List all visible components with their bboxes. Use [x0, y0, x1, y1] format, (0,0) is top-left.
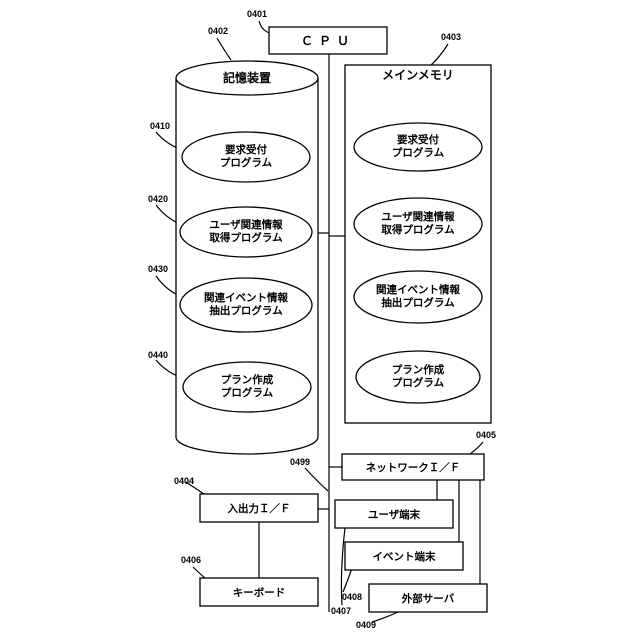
program-line1: プラン作成 [221, 373, 274, 386]
leader-0405 [470, 442, 483, 454]
cpu-label: ＣＰＵ [301, 34, 355, 48]
program-line2: プログラム [392, 376, 445, 389]
leader-0408 [343, 568, 352, 592]
program-line2: 抽出プログラム [209, 304, 283, 317]
program-line2: プログラム [220, 156, 273, 169]
program-line2: プログラム [221, 386, 274, 399]
io-if-block: 入出力Ｉ／Ｆ 0404 [174, 476, 318, 522]
io-if-label: 入出力Ｉ／Ｆ [228, 502, 291, 515]
network-if-ref: 0405 [476, 430, 496, 440]
program-line1: プラン作成 [392, 363, 445, 376]
storage-block: 記憶装置 0402 要求受付 プログラム 0410 ユーザ関連情報 取得プログラ… [148, 26, 318, 454]
program-line2: 取得プログラム [209, 231, 283, 244]
program-line1: 関連イベント情報 [376, 283, 460, 296]
memory-program-event-info: 関連イベント情報 抽出プログラム [354, 271, 482, 323]
program-ref: 0420 [148, 194, 168, 204]
main-memory-ref: 0403 [441, 32, 461, 42]
leader-0499 [305, 468, 328, 491]
external-server-block: 外部サーバ 0409 [356, 584, 487, 630]
program-line1: ユーザ関連情報 [381, 210, 455, 223]
keyboard-ref: 0406 [181, 555, 201, 565]
network-if-label: ネットワークＩ／Ｆ [366, 461, 461, 474]
main-memory-block: メインメモリ 0403 要求受付 プログラム ユーザ関連情報 取得プログラム 関… [345, 32, 491, 423]
storage-label: 記憶装置 [223, 70, 271, 85]
keyboard-block: キーボード 0406 [181, 555, 318, 606]
program-line2: プログラム [392, 146, 445, 159]
leader-0403 [430, 44, 448, 66]
program-line2: 抽出プログラム [381, 296, 455, 309]
keyboard-label: キーボード [233, 586, 286, 599]
memory-program-request: 要求受付 プログラム [354, 123, 482, 171]
memory-program-plan: プラン作成 プログラム [356, 351, 480, 403]
external-server-ref: 0409 [356, 620, 376, 630]
memory-program-user-info: ユーザ関連情報 取得プログラム [354, 198, 482, 250]
user-terminal-ref: 0407 [331, 606, 351, 616]
program-line1: 要求受付 [397, 133, 439, 146]
program-line2: 取得プログラム [381, 223, 455, 236]
program-ref: 0410 [150, 121, 170, 131]
program-line1: 関連イベント情報 [204, 291, 288, 304]
storage-ref: 0402 [208, 26, 228, 36]
network-if-block: ネットワークＩ／Ｆ 0405 [342, 430, 496, 480]
main-memory-label: メインメモリ [382, 68, 454, 82]
program-ref: 0440 [148, 350, 168, 360]
leader-0402 [217, 38, 231, 60]
program-ref: 0430 [148, 264, 168, 274]
bus-ref: 0499 [290, 457, 310, 467]
program-line1: ユーザ関連情報 [209, 218, 283, 231]
program-line1: 要求受付 [225, 143, 267, 156]
event-terminal-ref: 0408 [342, 592, 362, 602]
event-terminal-label: イベント端末 [373, 550, 436, 563]
external-server-label: 外部サーバ [401, 592, 455, 605]
cpu-block: ＣＰＵ 0401 [247, 9, 387, 54]
user-terminal-label: ユーザ端末 [368, 508, 421, 521]
cpu-ref: 0401 [247, 9, 267, 19]
io-if-ref: 0404 [174, 476, 194, 486]
